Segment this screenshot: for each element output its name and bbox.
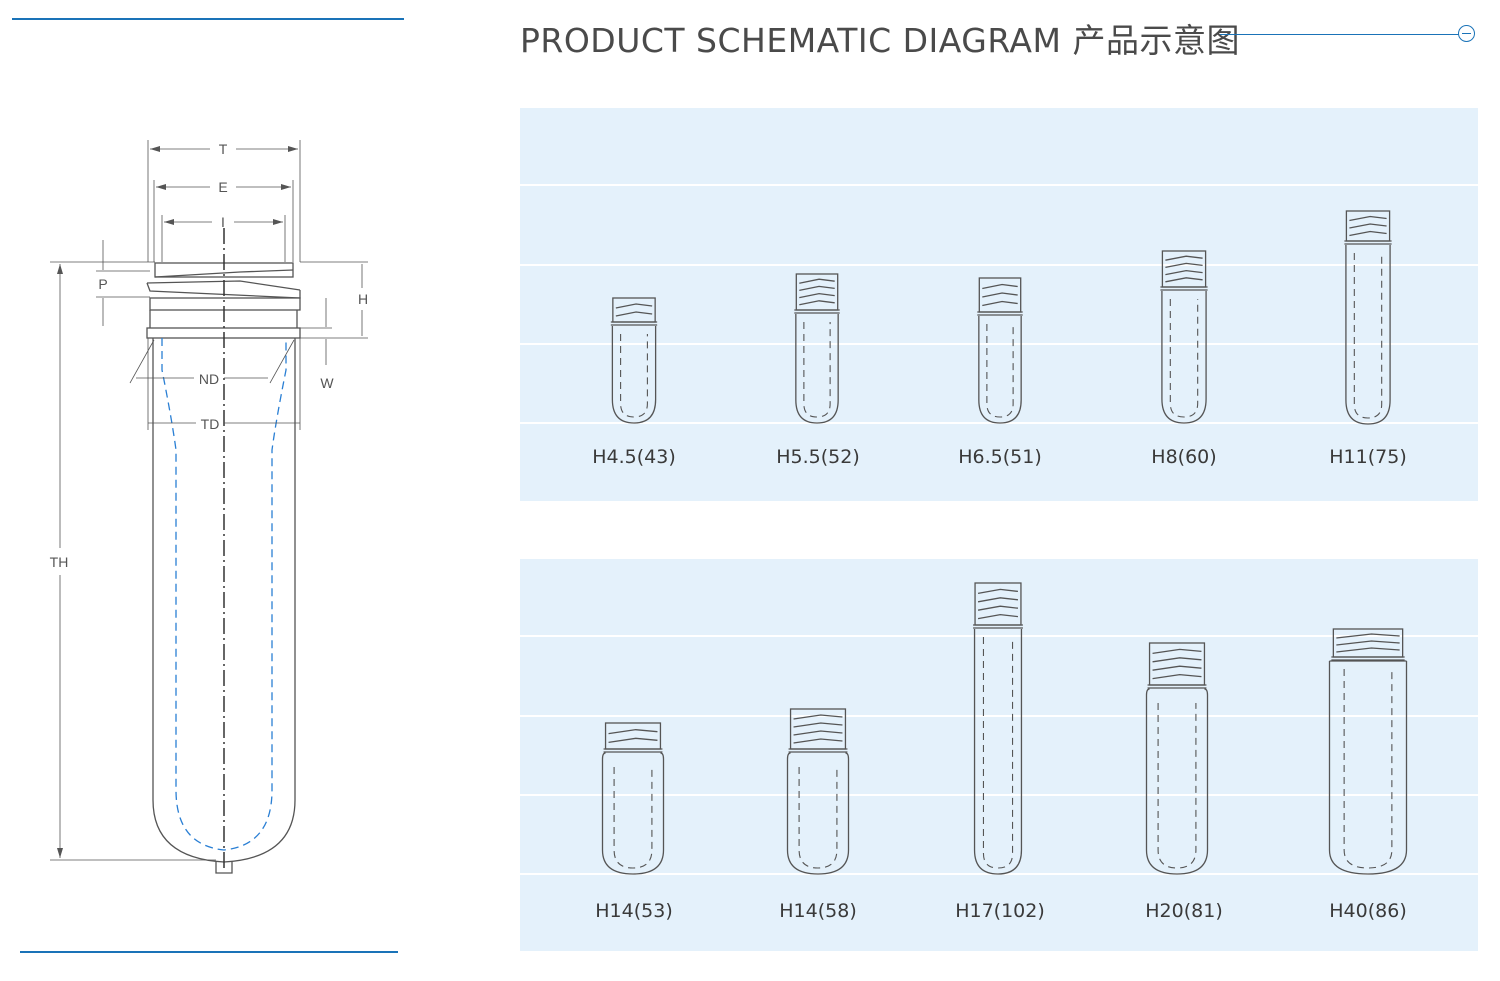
dim-label-w: W [320,375,334,391]
title-end-circle-icon [1458,25,1475,42]
bottom-left-rule [20,951,398,953]
preform-outline [1145,642,1209,875]
preform-outline [1160,250,1208,424]
dim-label-e: E [218,179,227,195]
dim-label-nd: ND [199,371,219,387]
preform-label: H14(58) [779,900,857,922]
preform-outline [601,722,665,875]
preform-panel-1: H4.5(43) H5.5(52) H6.5(51) H8(60) H11(75… [520,108,1478,501]
preform-label: H11(75) [1329,446,1407,468]
preform-label: H4.5(43) [592,446,676,468]
dim-label-td: TD [201,416,220,432]
preform-drawings [601,582,1408,875]
dim-label-i: I [221,214,225,230]
dim-label-t: T [219,141,228,157]
dim-label-h: H [358,291,368,307]
preform-label: H40(86) [1329,900,1407,922]
preform-panel-2: H14(53) H14(58) H17(102) H20(81) H40(86) [520,559,1478,951]
preform-outline [786,708,850,875]
page-title: PRODUCT SCHEMATIC DIAGRAM 产品示意图 [520,21,1240,60]
title-rule [1220,34,1460,35]
preform-outline [1344,210,1392,425]
dim-label-th: TH [50,554,69,570]
preform-label: H5.5(52) [776,446,860,468]
preform-outline [977,277,1023,424]
preform-outline [1328,628,1408,875]
preform-label: H8(60) [1151,446,1217,468]
preform-drawings [610,210,1392,425]
preform-label: H6.5(51) [958,446,1042,468]
preform-label: H20(81) [1145,900,1223,922]
dim-label-p: P [98,276,107,292]
preform-outline [794,273,840,424]
preform-label: H14(53) [595,900,673,922]
top-left-rule [12,18,404,20]
preform-label: H17(102) [955,900,1045,922]
preform-schematic: T E I P H ND W TD TH [50,140,368,874]
preform-outline [610,297,658,424]
preform-outline [973,582,1023,875]
